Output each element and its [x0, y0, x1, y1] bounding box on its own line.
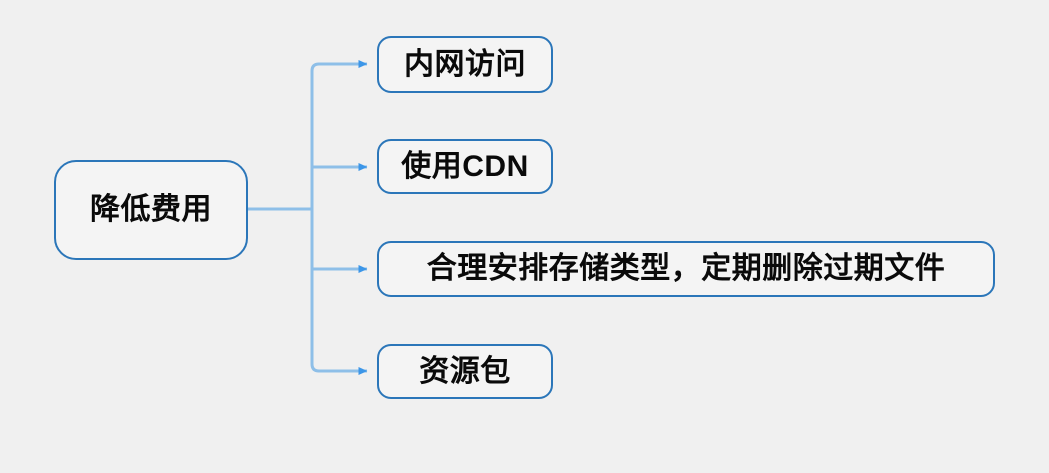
node-child-3-label: 资源包: [419, 354, 511, 388]
node-resource-package[interactable]: 资源包: [377, 344, 553, 399]
node-child-2-label: 合理安排存储类型，定期删除过期文件: [426, 252, 946, 285]
node-root[interactable]: 降低费用: [54, 160, 248, 260]
connector-to-child-0: [310, 60, 368, 209]
node-use-cdn[interactable]: 使用CDN: [377, 139, 553, 194]
connector-to-child-2: [310, 209, 368, 273]
node-child-1-label: 使用CDN: [401, 149, 529, 183]
node-child-0-label: 内网访问: [404, 47, 526, 81]
node-root-label: 降低费用: [90, 193, 212, 226]
node-internal-network-access[interactable]: 内网访问: [377, 36, 553, 93]
connector-to-child-1: [310, 163, 368, 209]
node-storage-type-and-cleanup[interactable]: 合理安排存储类型，定期删除过期文件: [377, 241, 995, 297]
connector-to-child-3: [310, 209, 368, 375]
